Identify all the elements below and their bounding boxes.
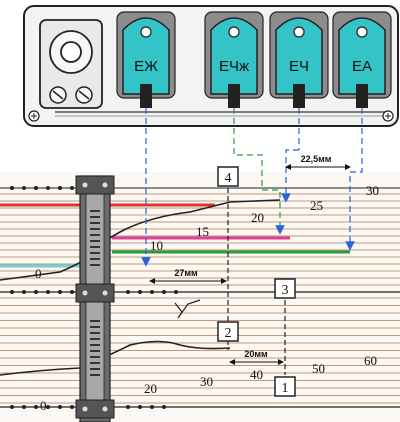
scale-label: 30 — [366, 183, 379, 198]
lower-perforation — [10, 405, 166, 409]
connector-ea: ЕА — [332, 11, 392, 108]
upper-scale-labels: 30 25 20 15 10 0 — [35, 183, 379, 281]
connector-label: ЕЧж — [219, 58, 249, 75]
scale-label: 0 — [35, 266, 42, 281]
strip-lines — [0, 193, 400, 404]
marker-box-2: 2 — [217, 321, 239, 342]
scale-label: 25 — [310, 198, 323, 213]
marker-box-1: 1 — [274, 376, 296, 397]
scale-label: 60 — [364, 353, 377, 368]
upper-perforation — [10, 186, 74, 190]
dimension-top: 22,5мм — [301, 154, 332, 164]
connector-label: ЕЧ — [289, 58, 309, 75]
chart-strip — [0, 172, 400, 422]
middle-perforation — [10, 290, 178, 294]
scale-label: 20 — [251, 210, 264, 225]
connector-label: ЕА — [352, 58, 372, 75]
dimension-bottom: 20мм — [244, 349, 268, 359]
scale-label: 0 — [40, 398, 47, 413]
connector-label: ЕЖ — [134, 58, 158, 75]
marker-box-3: 3 — [274, 278, 296, 299]
marker-box-4: 4 — [217, 166, 239, 187]
connector-row: ЕЖ ЕЧж ЕЧ ЕА — [116, 11, 392, 108]
scale-label: 10 — [150, 238, 163, 253]
scale-label: 40 — [250, 367, 263, 382]
connector-echzh: ЕЧж — [204, 11, 264, 108]
lower-scale-labels: 60 50 40 30 20 0 — [40, 353, 377, 413]
connector-ezh: ЕЖ — [116, 11, 176, 108]
marker-3: 3 — [282, 283, 289, 298]
marker-4: 4 — [225, 171, 232, 186]
dimension-left: 27мм — [174, 268, 198, 278]
scale-label: 20 — [144, 381, 157, 396]
scale-label: 30 — [200, 374, 213, 389]
dimension-lines — [149, 164, 351, 365]
projection-lines — [141, 108, 363, 375]
sprocket-bar — [75, 175, 115, 422]
scale-label: 15 — [196, 224, 209, 239]
marker-1: 1 — [282, 381, 289, 396]
mount-bracket — [39, 19, 103, 109]
scale-label: 50 — [312, 361, 325, 376]
connector-ech: ЕЧ — [269, 11, 329, 108]
marker-2: 2 — [225, 326, 232, 341]
